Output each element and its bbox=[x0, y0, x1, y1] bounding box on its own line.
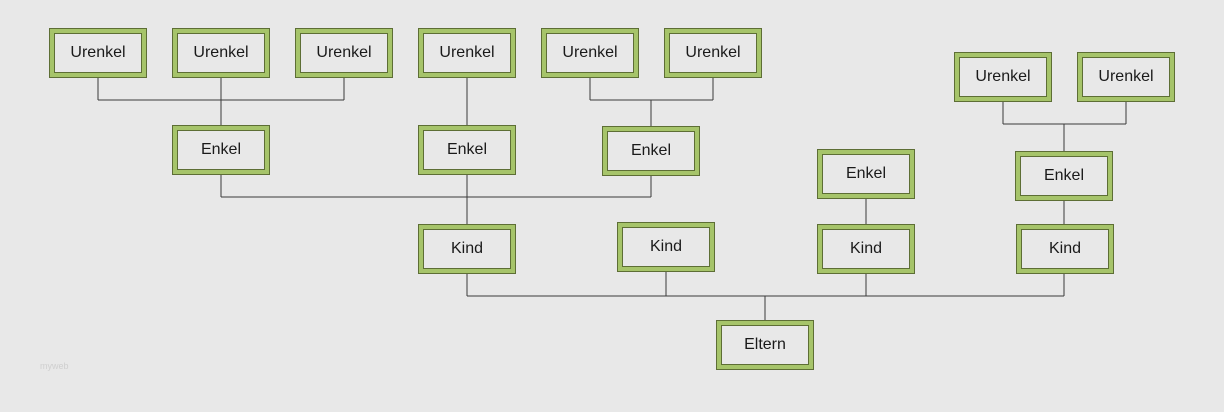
kind-node-1: Kind bbox=[418, 224, 516, 274]
node-label: Urenkel bbox=[959, 57, 1047, 97]
kind-node-3: Kind bbox=[817, 224, 915, 274]
urenkel-node-3: Urenkel bbox=[295, 28, 393, 78]
urenkel-node-4: Urenkel bbox=[418, 28, 516, 78]
node-label: Enkel bbox=[177, 130, 265, 170]
kind-node-2: Kind bbox=[617, 222, 715, 272]
urenkel-node-1: Urenkel bbox=[49, 28, 147, 78]
node-label: Urenkel bbox=[54, 33, 142, 73]
node-label: Enkel bbox=[607, 131, 695, 171]
node-label: Kind bbox=[822, 229, 910, 269]
urenkel-node-7: Urenkel bbox=[954, 52, 1052, 102]
enkel-node-3: Enkel bbox=[602, 126, 700, 176]
enkel-node-5: Enkel bbox=[1015, 151, 1113, 201]
urenkel-node-2: Urenkel bbox=[172, 28, 270, 78]
node-label: Urenkel bbox=[669, 33, 757, 73]
node-label: Kind bbox=[1021, 229, 1109, 269]
watermark: myweb bbox=[40, 361, 69, 371]
urenkel-node-5: Urenkel bbox=[541, 28, 639, 78]
node-label: Kind bbox=[622, 227, 710, 267]
node-label: Eltern bbox=[721, 325, 809, 365]
node-label: Enkel bbox=[1020, 156, 1108, 196]
node-label: Enkel bbox=[423, 130, 511, 170]
enkel-node-2: Enkel bbox=[418, 125, 516, 175]
node-label: Urenkel bbox=[300, 33, 388, 73]
node-label: Kind bbox=[423, 229, 511, 269]
enkel-node-4: Enkel bbox=[817, 149, 915, 199]
enkel-node-1: Enkel bbox=[172, 125, 270, 175]
node-label: Enkel bbox=[822, 154, 910, 194]
urenkel-node-8: Urenkel bbox=[1077, 52, 1175, 102]
node-label: Urenkel bbox=[1082, 57, 1170, 97]
urenkel-node-6: Urenkel bbox=[664, 28, 762, 78]
node-label: Urenkel bbox=[546, 33, 634, 73]
eltern-node: Eltern bbox=[716, 320, 814, 370]
node-label: Urenkel bbox=[177, 33, 265, 73]
node-label: Urenkel bbox=[423, 33, 511, 73]
kind-node-4: Kind bbox=[1016, 224, 1114, 274]
